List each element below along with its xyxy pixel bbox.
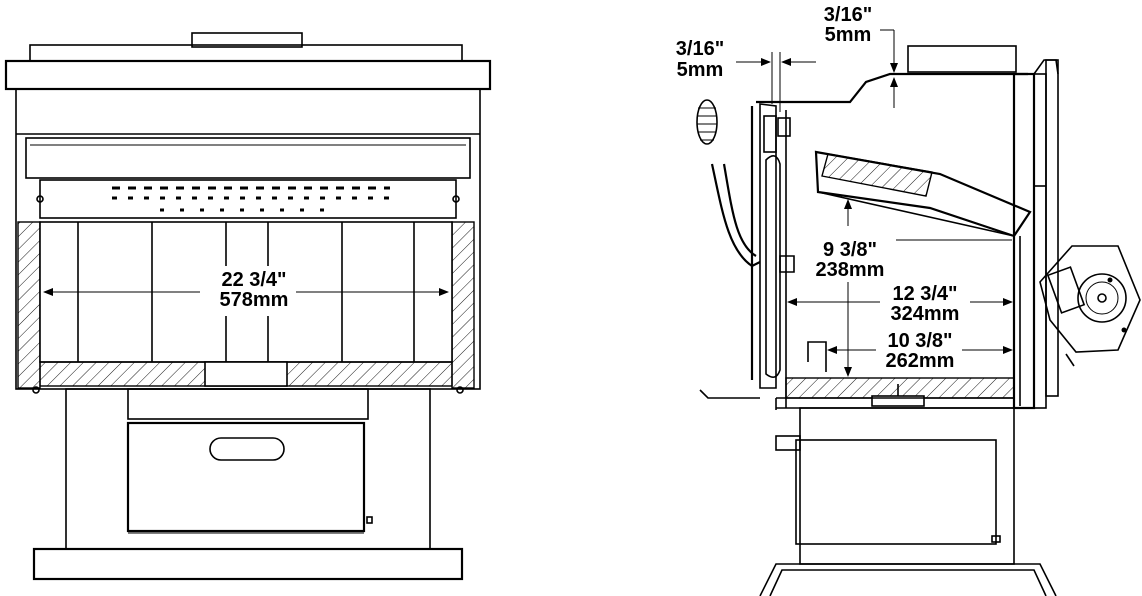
ash-drawer-handle	[209, 437, 285, 461]
ash-plug	[204, 361, 288, 387]
base-legs	[759, 563, 1057, 596]
door-handle	[696, 99, 761, 268]
ash-drawer	[795, 439, 997, 545]
base-plate	[32, 547, 464, 581]
lower-depth-imperial: 10 3/8"	[887, 330, 952, 352]
door	[759, 103, 777, 389]
top-plate	[756, 72, 1028, 104]
upper-depth-metric: 324mm	[891, 303, 960, 325]
flue-collar	[907, 45, 1017, 73]
left-firebrick	[17, 221, 41, 389]
upper-depth-dimension: 12 3/4" 324mm	[787, 282, 1013, 326]
top-clearance-imperial: 3/16"	[824, 4, 872, 26]
back-wall	[1012, 72, 1036, 410]
width-dimension-imperial: 22 3/4"	[221, 269, 286, 291]
baffle-height-imperial: 9 3/8"	[823, 239, 877, 261]
top-clearance-dimension: 3/16" 5mm	[824, 4, 898, 108]
door-gap-metric: 5mm	[677, 59, 724, 81]
right-firebrick	[451, 221, 475, 389]
ash-drawer	[126, 421, 366, 533]
baffle-insulation	[821, 153, 933, 197]
pedestal	[799, 407, 1015, 565]
upper-depth-imperial: 12 3/4"	[892, 283, 957, 305]
floor-firebrick	[785, 377, 1015, 399]
width-dimension-metric: 578mm	[220, 289, 289, 311]
pedestal-top-band	[127, 388, 369, 420]
baffle-height-dimension: 9 3/8" 238mm	[810, 199, 1012, 377]
top-slab	[4, 59, 492, 91]
top-clearance-metric: 5mm	[825, 24, 872, 46]
lower-depth-metric: 262mm	[886, 350, 955, 372]
pedestal	[65, 388, 431, 550]
door-gap-imperial: 3/16"	[676, 38, 724, 60]
blower-assembly	[1039, 245, 1141, 367]
door-gap-dimension: 3/16" 5mm	[676, 38, 816, 81]
air-tube-assembly	[39, 179, 457, 219]
baffle-height-metric: 238mm	[816, 259, 885, 281]
side-view: 3/16" 5mm 3/16" 5mm 9 3/8" 238mm	[676, 4, 1141, 596]
lower-depth-dimension: 10 3/8" 262mm	[827, 330, 1013, 372]
front-view: 22 3/4" 578mm	[4, 32, 492, 581]
baffle-plate	[25, 137, 471, 179]
blower-fan	[1077, 273, 1127, 323]
top-cover-plate	[191, 32, 303, 48]
